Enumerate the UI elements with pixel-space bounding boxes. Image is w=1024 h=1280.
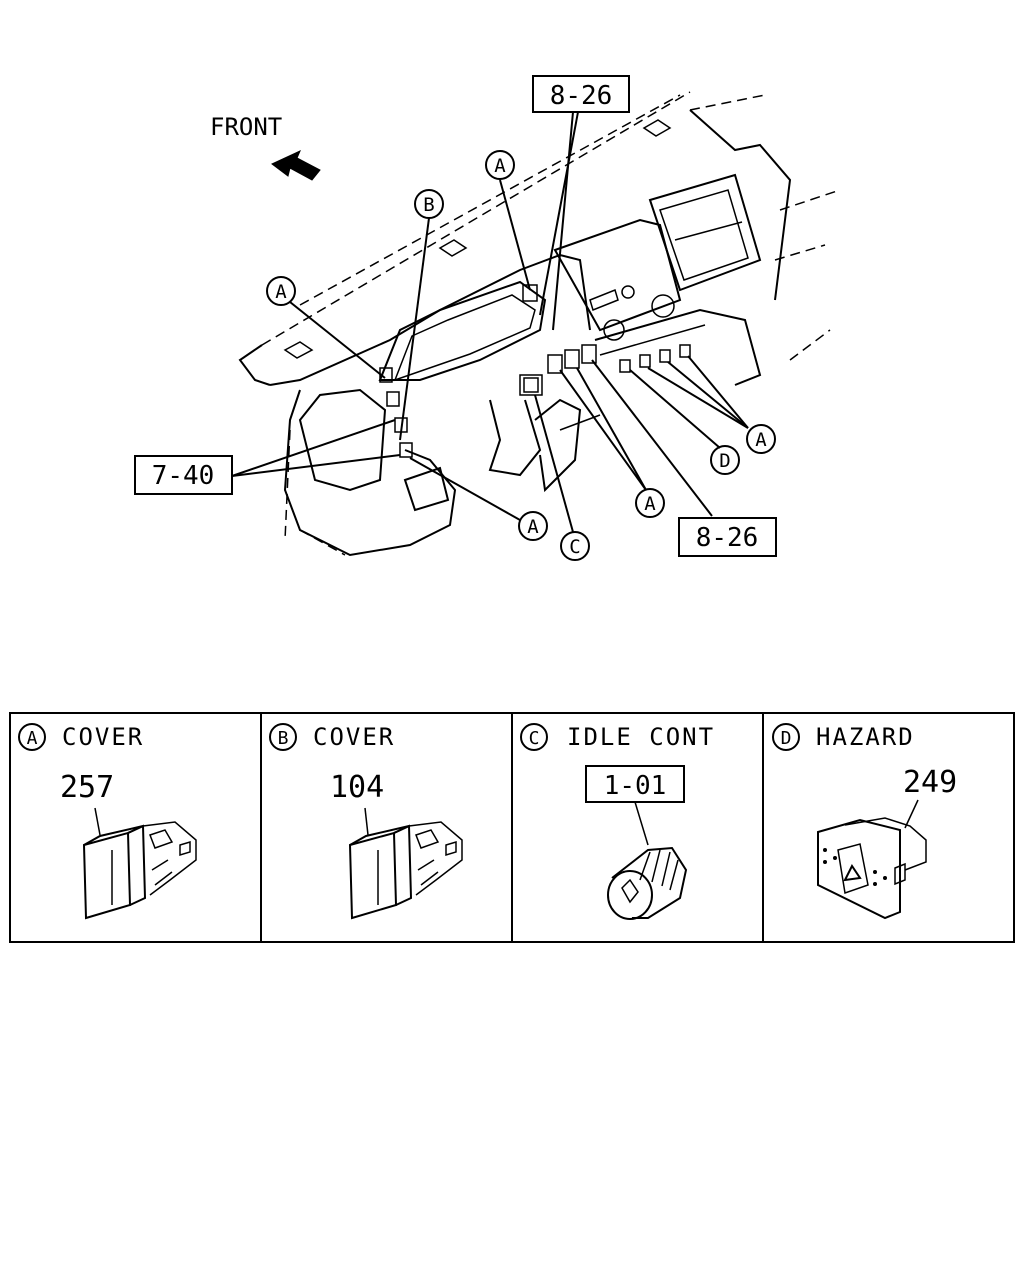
svg-text:B: B xyxy=(423,194,434,216)
svg-text:A: A xyxy=(644,493,656,515)
svg-text:A: A xyxy=(275,281,287,303)
dashboard-illustration: FRONT xyxy=(210,91,841,557)
svg-text:C: C xyxy=(569,536,580,558)
callout-a-left: A xyxy=(266,276,296,306)
cover-switch-icon xyxy=(82,821,197,920)
parts-table: A COVER 257 B COVER 104 xyxy=(9,712,1015,943)
ref-box-left-text: 7-40 xyxy=(152,461,215,491)
cell-d-part-number: 249 xyxy=(903,765,957,800)
front-label: FRONT xyxy=(210,113,282,141)
cell-b-part-number: 104 xyxy=(330,770,384,805)
ref-box-left: 7-40 xyxy=(134,455,233,495)
callout-a-lower-center: A xyxy=(635,488,665,518)
cell-a-part-number: 257 xyxy=(60,770,114,805)
cover-switch-icon xyxy=(348,821,463,920)
parts-cell-d[interactable]: D HAZARD 249 xyxy=(772,723,957,920)
ref-box-bottom-right: 8-26 xyxy=(678,517,777,557)
hazard-switch-icon xyxy=(817,817,927,920)
parts-cell-c[interactable]: C IDLE CONT 1-01 xyxy=(520,723,715,920)
parts-cell-a[interactable]: A COVER 257 xyxy=(18,723,197,920)
idle-control-knob-icon xyxy=(607,846,688,920)
cell-c-title: IDLE CONT xyxy=(567,723,715,751)
ref-box-top-text: 8-26 xyxy=(550,81,613,111)
cell-a-title: COVER xyxy=(62,723,144,751)
callout-a-right: A xyxy=(746,424,776,454)
svg-text:A: A xyxy=(527,516,539,538)
cell-c-ref: 1-01 xyxy=(604,771,667,801)
svg-text:A: A xyxy=(494,155,506,177)
cell-d-letter: D xyxy=(781,728,792,749)
cell-c-letter: C xyxy=(529,728,540,749)
ref-box-bottom-right-text: 8-26 xyxy=(696,523,759,553)
callout-a-lower-left: A xyxy=(518,511,548,541)
cell-d-title: HAZARD xyxy=(816,723,915,751)
callout-b: B xyxy=(414,189,444,219)
callout-d: D xyxy=(710,445,740,475)
cell-b-letter: B xyxy=(278,728,289,749)
svg-text:A: A xyxy=(755,429,767,451)
callout-c: C xyxy=(560,531,590,561)
parts-cell-b[interactable]: B COVER 104 xyxy=(269,723,463,920)
cell-a-letter: A xyxy=(27,728,38,749)
callout-a-top: A xyxy=(485,150,515,180)
front-arrow-icon xyxy=(271,149,321,181)
svg-text:D: D xyxy=(719,450,730,472)
ref-box-top: 8-26 xyxy=(532,75,630,113)
cell-b-title: COVER xyxy=(313,723,395,751)
